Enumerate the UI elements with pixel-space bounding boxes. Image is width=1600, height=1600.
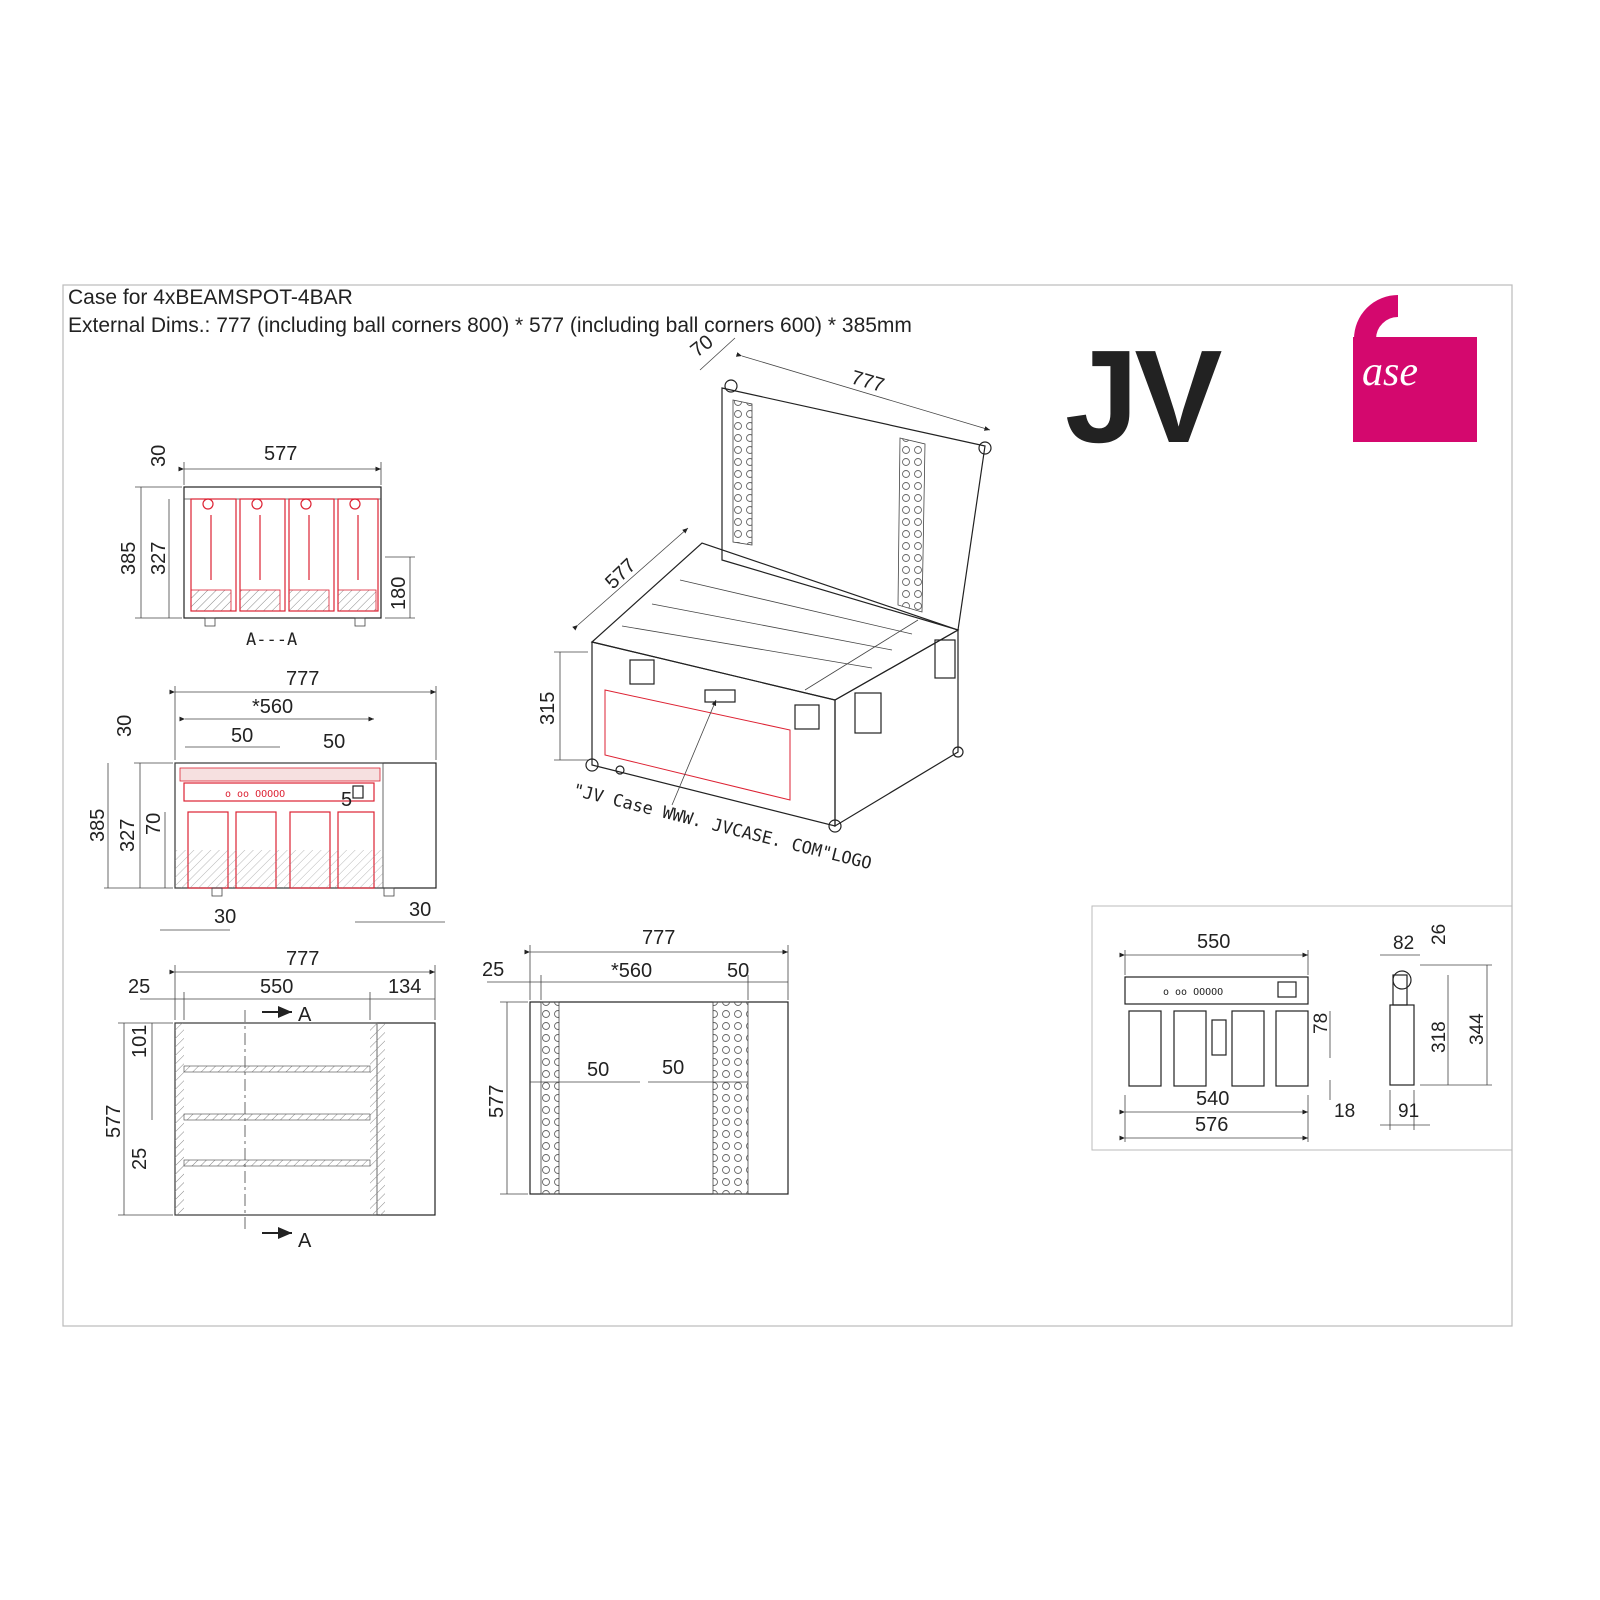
- isometric-view: 70 777 577 315 "JV Case WWW. JVCASE. COM…: [537, 331, 992, 874]
- sheet-border: [62, 284, 1513, 1327]
- section-width-label: 577: [264, 443, 297, 465]
- section-label: A---A: [246, 630, 297, 650]
- top-550-label: 550: [260, 976, 293, 998]
- front-height-label: 385: [87, 809, 109, 842]
- fixture-576-label: 576: [1195, 1114, 1228, 1136]
- drawing-title: Case for 4xBEAMSPOT-4BAR: [68, 286, 353, 309]
- top-view: A A 777 25 550 134 101 577 25: [103, 948, 436, 1252]
- fixture-18-label: 18: [1334, 1101, 1355, 1122]
- svg-text:o oo OOOOO: o oo OOOOO: [1163, 987, 1223, 998]
- iso-577-label: 577: [601, 555, 640, 594]
- lid-width-label: 777: [642, 927, 675, 949]
- fixture-82-label: 82: [1393, 933, 1414, 954]
- top-section-a2-label: A: [298, 1230, 312, 1252]
- top-width-label: 777: [286, 948, 319, 970]
- top-25-label: 25: [128, 976, 150, 998]
- top-134-label: 134: [388, 976, 421, 998]
- lid-depth-label: 577: [486, 1085, 508, 1118]
- fixture-frame: [1091, 905, 1513, 1151]
- lid-25-label: 25: [482, 959, 504, 981]
- section-top-label: 30: [148, 445, 170, 467]
- lid-view: 777 25 *560 50 577 50 50: [482, 927, 789, 1195]
- iso-logo-note: "JV Case WWW. JVCASE. COM"LOGO: [571, 780, 874, 874]
- section-height-label: 385: [118, 542, 140, 575]
- lid-50r-label: 50: [662, 1057, 684, 1079]
- top-depth-label: 577: [103, 1105, 125, 1138]
- section-inner-label: 327: [148, 542, 170, 575]
- lid-50l-label: 50: [587, 1059, 609, 1081]
- section-side-label: 180: [388, 577, 410, 610]
- external-dims: External Dims.: 777 (including ball corn…: [68, 314, 912, 337]
- lid-50-label: 50: [727, 960, 749, 982]
- front-foot-right-label: 30: [409, 899, 431, 921]
- lid-inner-label: *560: [611, 960, 652, 982]
- fixture-318-label: 318: [1429, 1021, 1450, 1053]
- top-25b-label: 25: [129, 1148, 151, 1170]
- fixture-550-label: 550: [1197, 931, 1230, 953]
- logo-jv-text: JV: [1065, 323, 1222, 470]
- front-5-label: 5: [341, 789, 352, 811]
- top-101-label: 101: [129, 1025, 151, 1058]
- iso-315-label: 315: [537, 692, 559, 725]
- fixture-91-label: 91: [1398, 1101, 1419, 1122]
- title-block: Case for 4xBEAMSPOT-4BAR External Dims.:…: [68, 284, 912, 340]
- svg-text:o oo OOOOO: o oo OOOOO: [225, 789, 285, 800]
- front-50a-label: 50: [231, 725, 253, 747]
- fixture-view: o oo OOOOO 550 82 26 78 318 344 540 576 …: [1091, 905, 1513, 1151]
- front-view: o oo OOOOO 777 *560 50 50 385 30 327 70 …: [87, 668, 445, 931]
- front-50b-label: 50: [323, 731, 345, 753]
- fixture-26-label: 26: [1429, 924, 1450, 945]
- fixture-344-label: 344: [1467, 1013, 1488, 1045]
- fixture-540-label: 540: [1196, 1088, 1229, 1110]
- iso-777-label: 777: [849, 367, 887, 397]
- jv-case-logo: JV ase: [1065, 295, 1477, 470]
- front-70-label: 70: [143, 813, 165, 835]
- section-view: 577 385 327 30 180 A---A: [118, 443, 415, 650]
- fixture-78-label: 78: [1311, 1013, 1332, 1034]
- front-width-label: 777: [286, 668, 319, 690]
- front-foot-left-label: 30: [214, 906, 236, 928]
- logo-ase-text: ase: [1362, 349, 1418, 395]
- front-top-label: 30: [114, 715, 136, 737]
- front-inner-h-label: 327: [117, 819, 139, 852]
- front-inner-label: *560: [252, 696, 293, 718]
- top-section-a-label: A: [298, 1004, 312, 1026]
